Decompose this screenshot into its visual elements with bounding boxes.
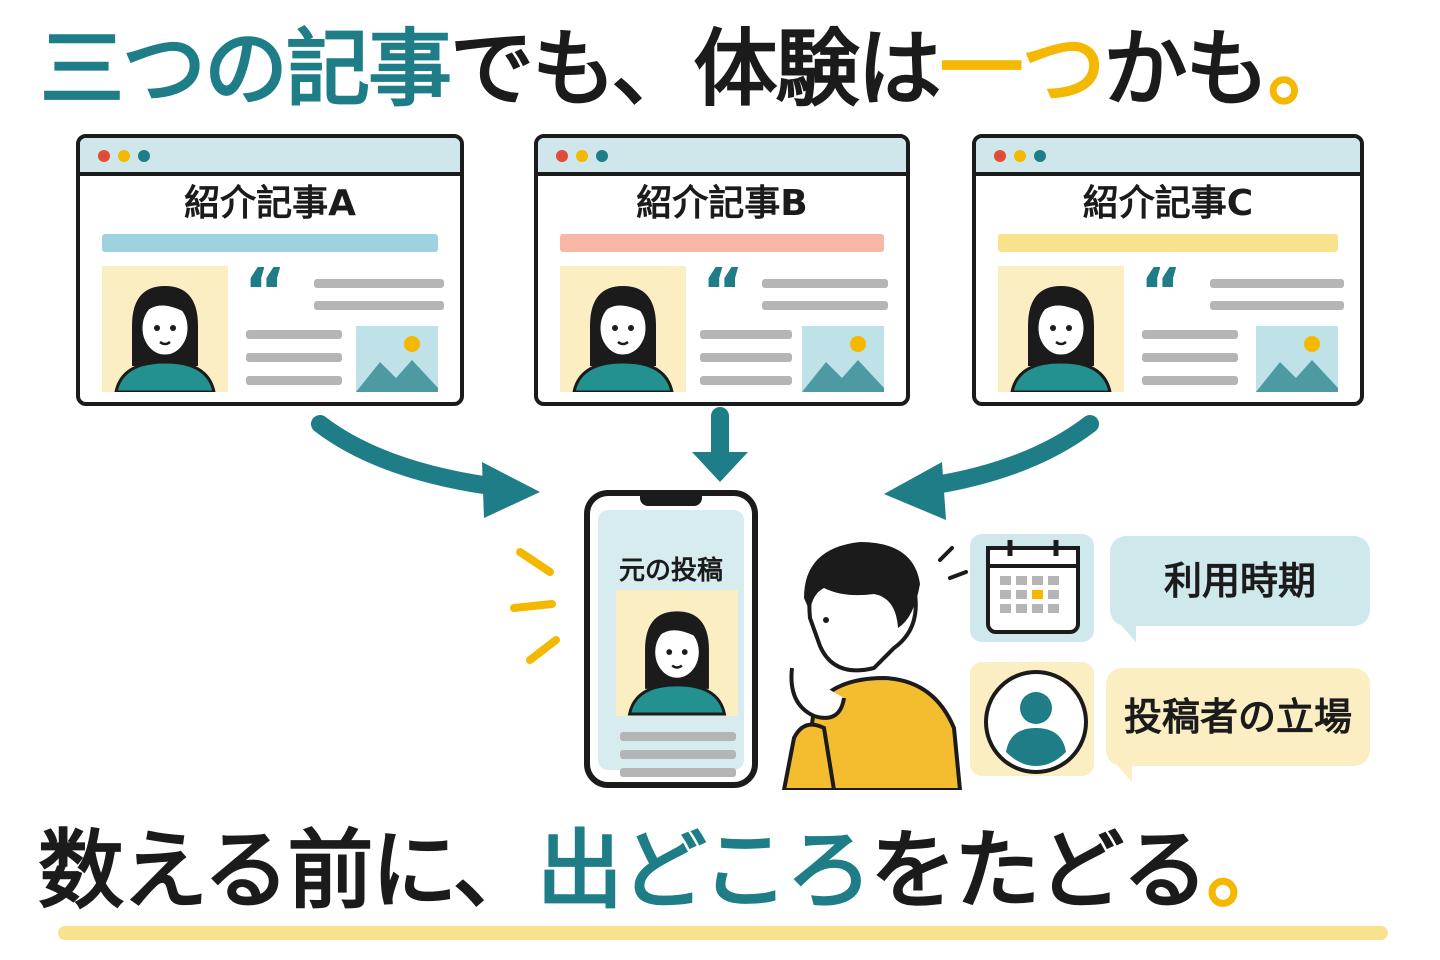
phone-notch [640,494,702,506]
close-dot-icon [994,150,1006,162]
card-title: 紹介記事A [184,183,356,224]
user-icon-tile [970,662,1094,776]
thinking-man-icon [781,542,963,790]
minimize-dot-icon [118,150,130,162]
mountain-image-icon [356,326,438,392]
card-title: 紹介記事C [1082,183,1254,224]
article-card-b: 紹介記事B “ [534,134,910,406]
text-line [1210,301,1344,310]
phone-mockup: 元の投稿 [584,490,758,788]
bubble-usage-period: 利用時期 [1110,536,1370,642]
mountain-image-icon [802,326,884,392]
headline-part1: 三つの記事 [40,20,452,118]
footer-headline: 数える前に、出どころをたどる。 [38,816,1408,926]
text-line [700,330,792,339]
woman-portrait-icon [616,590,738,716]
headline: 三つの記事でも、体験は一つかも。 [40,14,1410,124]
phone-title: 元の投稿 [618,556,723,586]
maximize-dot-icon [596,150,608,162]
close-dot-icon [98,150,110,162]
headline-part4: かも [1103,20,1270,118]
text-line [762,279,888,288]
phone-screen: 元の投稿 [598,510,744,777]
text-line [246,376,342,385]
quote-icon: “ [702,256,745,330]
text-line [246,353,342,362]
text-line [620,732,736,741]
text-line [1142,330,1238,339]
bubble-label: 利用時期 [1163,559,1316,603]
footer-part2: 出どころ [536,821,872,921]
text-line [700,353,792,362]
calendar-icon [986,540,1080,634]
woman-portrait-icon [998,266,1124,394]
arrow-right-head-icon [884,462,946,520]
text-line [1210,279,1344,288]
footer-underline [58,926,1388,940]
card-highlight-bar [560,234,884,252]
mountain-image-icon [1256,326,1338,392]
maximize-dot-icon [1034,150,1046,162]
quote-icon: “ [244,256,287,330]
maximize-dot-icon [138,150,150,162]
card-highlight-bar [998,234,1338,252]
text-line [314,279,444,288]
footer-part3: をたどる [870,821,1208,921]
text-line [762,301,888,310]
text-line [246,330,342,339]
bubble-poster-position: 投稿者の立場 [1106,668,1370,782]
bubble-label: 投稿者の立場 [1123,695,1352,739]
calendar-icon-tile [970,534,1094,642]
close-dot-icon [556,150,568,162]
text-line [1142,353,1238,362]
arrow-left-head-icon [482,462,540,518]
browser-bar [80,138,460,176]
card-title: 紹介記事B [636,183,808,224]
headline-part3: 一つ [939,20,1106,118]
footer-part1: 数える前に、 [38,821,539,921]
arrow-left-curve [311,415,499,495]
headline-part2: でも、体験は [450,20,941,118]
woman-portrait-icon [102,266,228,394]
arrow-center-head-icon [692,452,748,482]
woman-portrait-icon [560,266,686,394]
bubble-tail [1120,624,1136,642]
user-icon [984,670,1088,774]
minimize-dot-icon [1014,150,1026,162]
article-card-a: 紹介記事A “ [76,134,464,406]
text-line [1142,376,1238,385]
text-line [700,376,792,385]
text-line [620,768,736,777]
card-highlight-bar [102,234,438,252]
browser-bar [976,138,1360,176]
quote-icon: “ [1140,256,1183,330]
browser-bar [538,138,906,176]
bubble-tail [1116,764,1132,782]
footer-period: 。 [1206,821,1292,921]
headline-period: 。 [1267,20,1352,118]
text-line [620,750,736,759]
minimize-dot-icon [576,150,588,162]
text-line [314,301,444,310]
article-card-c: 紹介記事C “ [972,134,1364,406]
arrow-right-curve [921,415,1099,495]
